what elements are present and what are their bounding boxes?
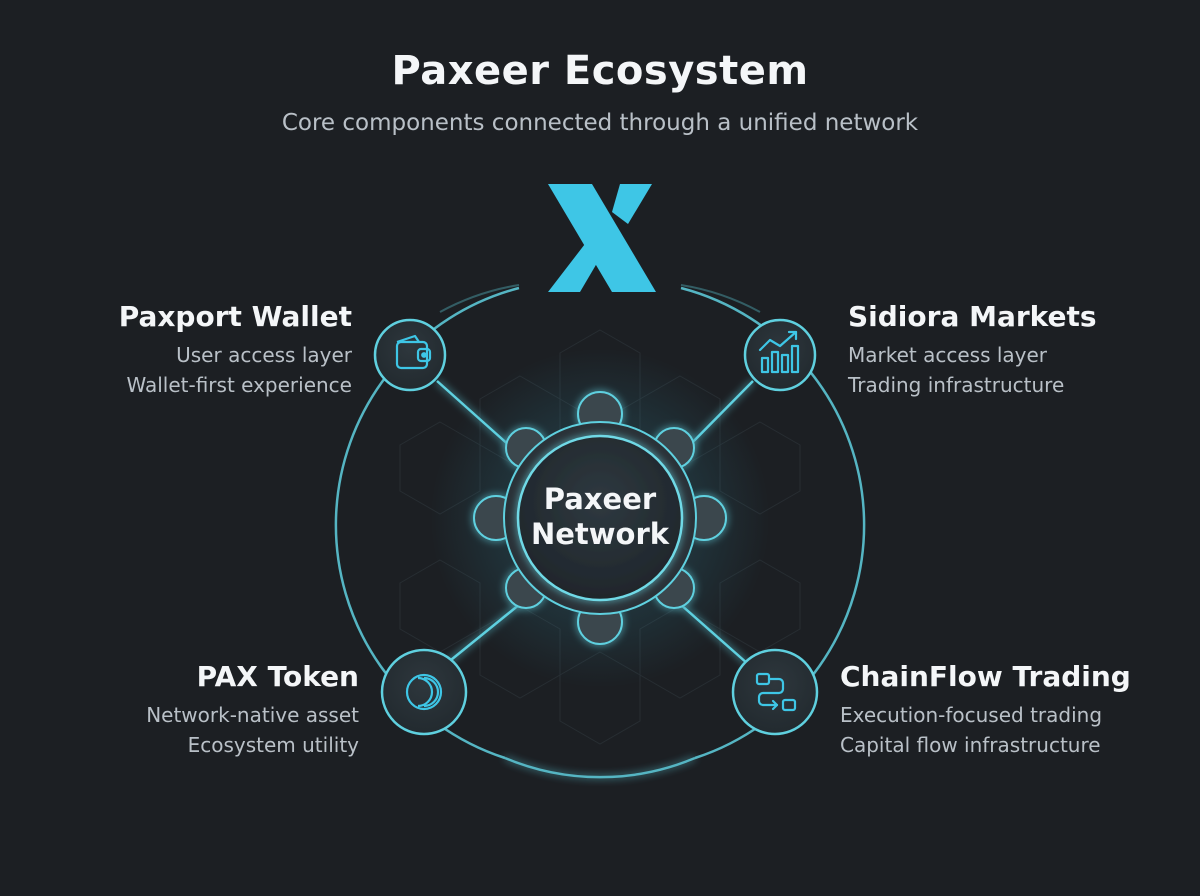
- node-pax-circle: [380, 648, 468, 736]
- x-logo-icon: [548, 184, 656, 292]
- node-paxport: Paxport Wallet User access layer Wallet-…: [60, 300, 352, 397]
- node-chainflow: ChainFlow Trading Execution-focused trad…: [840, 660, 1180, 757]
- page-subtitle: Core components connected through a unif…: [281, 110, 919, 136]
- wallet-icon: [395, 334, 432, 370]
- node-pax: PAX Token Network-native asset Ecosystem…: [60, 660, 359, 757]
- flow-arrows-icon: [755, 672, 797, 712]
- node-chainflow-line2: Capital flow infrastructure: [840, 733, 1101, 757]
- hub-label-line1: Paxeer: [543, 482, 657, 516]
- node-pax-line1: Network-native asset: [146, 703, 359, 727]
- hub-label-line2: Network: [530, 517, 670, 551]
- bar-chart-trend-icon: [758, 330, 800, 374]
- coin-icon: [405, 673, 443, 711]
- page-title: Paxeer Ecosystem: [391, 48, 809, 94]
- hub-label: Paxeer Network: [500, 482, 700, 552]
- node-chainflow-line1: Execution-focused trading: [840, 703, 1103, 727]
- node-sidiora: Sidiora Markets Market access layer Trad…: [848, 300, 1168, 397]
- node-pax-line2: Ecosystem utility: [187, 733, 359, 757]
- node-paxport-title: Paxport Wallet: [118, 300, 352, 333]
- node-paxport-circle: [373, 318, 447, 392]
- node-paxport-line1: User access layer: [176, 343, 352, 367]
- node-sidiora-line1: Market access layer: [848, 343, 1048, 367]
- node-chainflow-title: ChainFlow Trading: [840, 660, 1131, 693]
- node-sidiora-line2: Trading infrastructure: [848, 373, 1065, 397]
- node-circles: [373, 318, 819, 736]
- node-pax-title: PAX Token: [196, 660, 359, 693]
- hub-core: [516, 434, 684, 602]
- node-sidiora-title: Sidiora Markets: [848, 300, 1097, 333]
- node-sidiora-circle: [743, 318, 817, 392]
- node-paxport-line2: Wallet-first experience: [126, 373, 352, 397]
